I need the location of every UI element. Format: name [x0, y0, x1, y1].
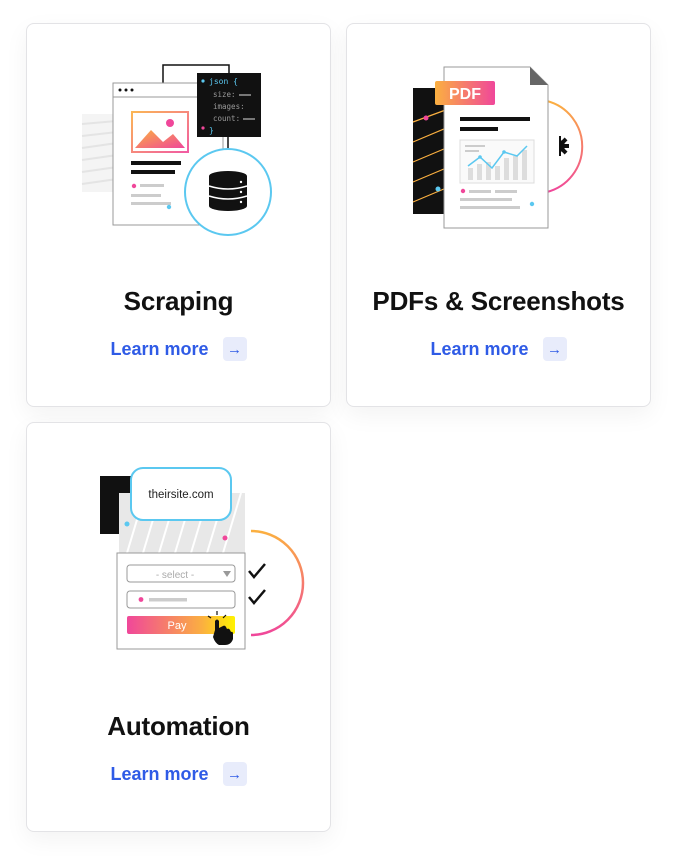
code-line-5: } [209, 126, 214, 135]
code-line-1: json { [209, 77, 238, 86]
learn-more-label: Learn more [110, 338, 209, 359]
arrow-right-icon: → [542, 337, 567, 361]
learn-more-link[interactable]: Learn more → [27, 762, 330, 786]
pdf-badge-text: PDF [449, 86, 481, 103]
gear-icon [547, 134, 569, 158]
learn-more-link[interactable]: Learn more → [347, 337, 650, 361]
scraping-card[interactable]: json { size: images: count: } Scraping L… [26, 23, 331, 407]
card-title: Automation [107, 711, 250, 741]
card-title: Scraping [123, 286, 234, 316]
check-icon [248, 563, 266, 579]
learn-more-label: Learn more [110, 763, 209, 784]
pay-label: Pay [168, 620, 187, 632]
chevron-down-icon [223, 571, 231, 577]
arrow-right-icon: → [222, 337, 247, 361]
code-line-4: count: [213, 114, 240, 123]
card-title: PDFs & Screenshots [372, 286, 625, 316]
select-placeholder: - select - [156, 570, 194, 581]
learn-more-link[interactable]: Learn more → [27, 337, 330, 361]
database-icon [208, 171, 248, 211]
automation-card[interactable]: theirsite.com - select - Pay Automation … [26, 422, 331, 832]
pdfs-screenshots-card[interactable]: PDF PDFs & Screenshots Learn more → [346, 23, 651, 407]
code-line-3: images: [213, 102, 245, 111]
pdf-illustration: PDF [412, 66, 584, 229]
check-icon [248, 589, 266, 605]
arrow-right-icon: → [222, 762, 247, 786]
hand-cursor-icon [207, 611, 233, 645]
automation-illustration: theirsite.com - select - Pay [100, 467, 305, 650]
scraping-illustration: json { size: images: count: } [81, 64, 272, 236]
url-text: theirsite.com [148, 489, 213, 501]
code-line-2: size: [213, 90, 236, 99]
learn-more-label: Learn more [430, 338, 529, 359]
